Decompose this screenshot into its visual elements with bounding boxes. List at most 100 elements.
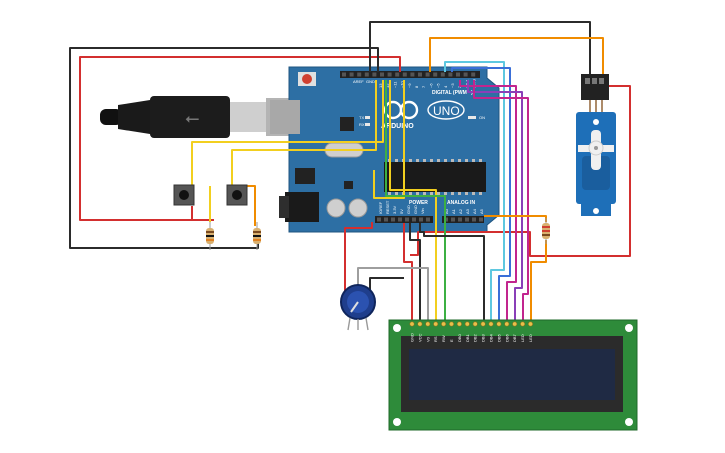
wire-cyan-db4 — [444, 61, 505, 322]
analog-pin-socket[interactable] — [451, 217, 455, 222]
digital-pin-socket[interactable] — [372, 72, 377, 77]
analog-pin-socket[interactable] — [479, 217, 483, 222]
power-pin-socket[interactable] — [412, 217, 416, 222]
resistor-3[interactable] — [542, 218, 550, 244]
lcd-pin[interactable] — [456, 321, 462, 327]
digital-pin-socket[interactable] — [448, 72, 453, 77]
lcd-pin-row — [409, 321, 533, 327]
lcd-pin[interactable] — [496, 321, 502, 327]
digital-pin-socket[interactable] — [380, 72, 384, 77]
lcd-pin[interactable] — [520, 321, 526, 327]
lcd-pin[interactable] — [441, 321, 447, 327]
analog-pin-socket[interactable] — [458, 217, 462, 222]
lcd-mount-hole — [393, 418, 401, 426]
analog-pin-socket[interactable] — [465, 217, 469, 222]
digital-pin-socket[interactable] — [418, 72, 422, 77]
power-pin-socket[interactable] — [419, 217, 423, 222]
arduino-brand: ARDUINO — [381, 123, 414, 130]
push-button-2[interactable] — [226, 184, 248, 206]
lcd-pin[interactable] — [448, 321, 454, 327]
capacitor-1 — [326, 198, 346, 218]
potentiometer-indicator — [350, 301, 359, 313]
lcd-pin-label: RS — [433, 336, 438, 342]
digital-pin-socket[interactable] — [342, 72, 346, 77]
lcd-pin-label: DB1 — [465, 333, 470, 342]
push-button-1-cap[interactable] — [179, 190, 189, 200]
lcd-pin-label: DB0 — [457, 333, 462, 342]
analog-pin-socket[interactable] — [472, 217, 476, 222]
push-button-2-cap[interactable] — [232, 190, 242, 200]
analog-pin-label: A3 — [465, 208, 470, 214]
digital-pin-label: ~3 — [450, 83, 455, 88]
usb-symbol-icon: ⭠ — [185, 108, 199, 129]
power-pin-socket[interactable] — [377, 217, 381, 222]
analog-pin-label: A2 — [458, 208, 463, 214]
power-pin-socket[interactable] — [384, 217, 388, 222]
on-label: ON — [479, 115, 485, 120]
digital-pin-socket[interactable] — [387, 72, 392, 77]
wire-black-gnd-loop — [69, 47, 379, 249]
lcd-pin[interactable] — [472, 321, 478, 327]
resistor-2[interactable] — [253, 222, 261, 250]
analog-pin-label: A4 — [472, 208, 477, 214]
lcd-pin[interactable] — [504, 321, 510, 327]
lcd-pin-label: DB6 — [504, 333, 509, 342]
lcd-pin[interactable] — [464, 321, 470, 327]
digital-pin-socket[interactable] — [395, 72, 400, 77]
lcd-pin[interactable] — [480, 321, 486, 327]
lcd-pin-label: DB2 — [473, 333, 478, 342]
lcd-pin[interactable] — [425, 321, 431, 327]
digital-pin-socket[interactable] — [463, 72, 468, 77]
uno-badge — [427, 100, 465, 120]
chip-leg — [472, 159, 475, 162]
usb-plug-metal — [230, 102, 266, 132]
lcd-pin[interactable] — [409, 321, 415, 327]
digital-pin-socket[interactable] — [471, 72, 476, 77]
servo-motor[interactable] — [576, 74, 616, 216]
potentiometer[interactable] — [340, 284, 376, 331]
lcd-pin[interactable] — [488, 321, 494, 327]
power-pin-socket[interactable] — [398, 217, 402, 222]
digital-pin-socket[interactable] — [433, 72, 438, 77]
digital-pin-socket[interactable] — [349, 72, 354, 77]
power-pin-label: 5V — [399, 209, 404, 214]
lcd-pin[interactable] — [512, 321, 518, 327]
wires — [69, 21, 631, 322]
wire-red-lcd-vcc — [403, 223, 413, 322]
digital-pin-socket[interactable] — [402, 72, 407, 77]
usb-chip — [340, 117, 354, 131]
chip-leg — [423, 159, 426, 162]
digital-pin-socket[interactable] — [456, 72, 460, 77]
digital-pin-label: ~6 — [428, 83, 433, 88]
lcd-pin[interactable] — [527, 321, 533, 327]
power-pin-socket[interactable] — [391, 217, 395, 222]
rx-label: RX — [359, 122, 365, 127]
wire-blue-db5 — [451, 67, 511, 322]
lcd-pin[interactable] — [433, 321, 439, 327]
digital-pin-socket[interactable] — [440, 72, 445, 77]
servo-connector — [581, 74, 609, 100]
lcd-pin[interactable] — [417, 321, 423, 327]
lcd-pin-label: LED — [528, 334, 533, 342]
power-pin-socket[interactable] — [426, 217, 430, 222]
digital-pin-socket[interactable] — [364, 72, 369, 77]
digital-pin-socket[interactable] — [425, 72, 430, 77]
digital-pin-socket[interactable] — [357, 72, 362, 77]
power-jack — [285, 192, 319, 222]
reset-button[interactable] — [302, 74, 312, 84]
capacitor-2 — [348, 198, 368, 218]
digital-pin-label: ~10 — [400, 80, 405, 88]
tx-led — [365, 116, 370, 119]
power-pin-socket[interactable] — [405, 217, 409, 222]
push-button-1[interactable] — [173, 184, 195, 206]
chip-leg — [451, 159, 454, 162]
usb-cable-strain-relief — [100, 109, 122, 125]
chip-leg — [451, 192, 454, 195]
digital-pin-socket[interactable] — [410, 72, 415, 77]
wire-yellow-button-2 — [231, 80, 377, 186]
resistor-1[interactable] — [206, 222, 214, 250]
digital-pin-label: 7 — [421, 85, 426, 88]
digital-pin-label: 4 — [443, 85, 448, 88]
